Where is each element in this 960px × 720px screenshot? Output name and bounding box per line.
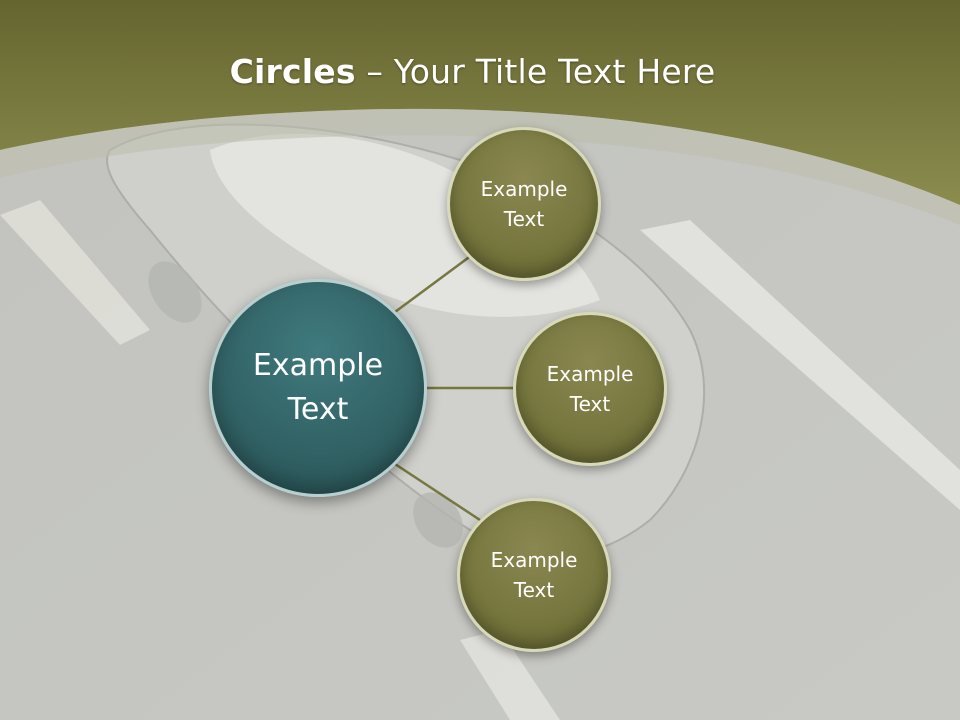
center-circle: Example Text xyxy=(209,279,427,497)
car-wheel xyxy=(413,492,463,548)
node-circle-bottom: Example Text xyxy=(457,498,611,652)
car-wheel xyxy=(148,261,202,323)
node-circle-line1: Example xyxy=(490,548,578,572)
connector-line xyxy=(394,462,481,522)
header-arc-shadow xyxy=(0,108,960,225)
node-circle-line2: Text xyxy=(569,392,611,416)
node-circle-line2: Text xyxy=(513,578,555,602)
node-circle-top: Example Text xyxy=(447,127,601,281)
road-stripe xyxy=(460,630,560,720)
node-circle-line1: Example xyxy=(480,177,568,201)
title-bold: Circles xyxy=(229,52,356,91)
connector-line xyxy=(394,253,473,314)
header-band xyxy=(0,0,960,205)
node-circle-line2: Text xyxy=(503,207,545,231)
center-circle-line2: Text xyxy=(287,392,349,427)
node-circle-line1: Example xyxy=(546,362,634,386)
title-rest: – Your Title Text Here xyxy=(355,52,716,91)
center-circle-line1: Example xyxy=(252,348,384,383)
road-stripe xyxy=(0,200,150,345)
road-stripe xyxy=(640,220,960,510)
slide-title: Circles – Your Title Text Here xyxy=(0,52,945,91)
node-circle-middle: Example Text xyxy=(513,312,667,466)
